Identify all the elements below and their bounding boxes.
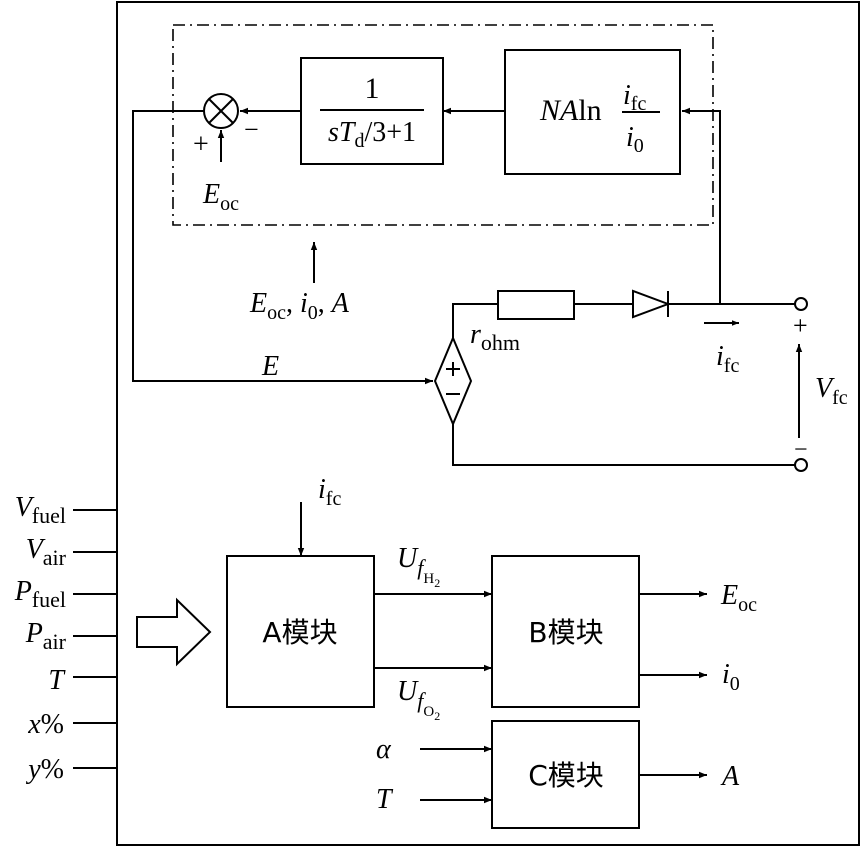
terminal-positive <box>794 297 808 311</box>
wire-top-left <box>452 303 498 338</box>
input-x-percent: x% <box>27 709 117 740</box>
input-p-air: Pair <box>25 618 117 654</box>
eoc-input-label: Eoc <box>202 179 239 215</box>
module-a: A模块 <box>226 555 375 708</box>
diode <box>632 289 671 319</box>
tafel-block: NAln ifc i0 <box>504 49 681 175</box>
svg-text:y%: y% <box>25 754 64 785</box>
b-output-i0: i0 <box>722 659 740 695</box>
sum-minus-sign: − <box>244 115 259 144</box>
vfc-label: Vfc <box>815 373 848 409</box>
controlled-voltage-source <box>433 335 473 427</box>
svg-text:NAln: NAln <box>539 94 602 127</box>
svg-text:T: T <box>48 665 66 696</box>
e-signal-line <box>132 110 433 385</box>
c-input-t: T <box>376 784 394 815</box>
terminal-negative <box>794 458 808 472</box>
svg-text:x%: x% <box>27 709 64 740</box>
svg-text:Pair: Pair <box>25 618 67 654</box>
svg-text:Pfuel: Pfuel <box>14 576 66 612</box>
input-list: Vfuel Vair Pfuel Pair T x% y% <box>14 492 117 785</box>
input-v-air: Vair <box>26 534 117 570</box>
a-input-ifc-label: ifc <box>318 474 341 510</box>
params-label: Eoc, i0, A <box>249 288 350 324</box>
terminal-plus-sign: + <box>793 311 808 340</box>
input-v-fuel: Vfuel <box>15 492 117 528</box>
svg-text:Vfuel: Vfuel <box>15 492 66 528</box>
svg-text:B模块: B模块 <box>528 616 603 649</box>
voltage-dynamics-boundary <box>172 24 714 226</box>
module-b: B模块 <box>491 555 640 708</box>
transfer-function-block: 1 sTd/3+1 <box>300 57 444 165</box>
rohm-label: rohm <box>470 319 520 355</box>
outer-frame <box>116 1 860 846</box>
svg-text:1: 1 <box>365 72 380 105</box>
svg-text:sTd/3+1: sTd/3+1 <box>328 117 416 152</box>
c-output-a: A <box>720 761 740 792</box>
c-input-alpha: α <box>376 734 392 765</box>
svg-text:C模块: C模块 <box>528 759 604 792</box>
input-bundle-arrow <box>136 597 212 667</box>
terminal-minus-sign: − <box>794 437 808 463</box>
u-h2-label: UfH2 <box>397 543 440 590</box>
svg-text:Vair: Vair <box>26 534 67 570</box>
ifc-feedback-line <box>682 107 721 303</box>
summing-junction <box>203 93 239 129</box>
e-signal-label: E <box>261 351 279 382</box>
sum-plus-sign: + <box>193 129 209 160</box>
b-output-eoc: Eoc <box>720 580 757 616</box>
svg-text:A模块: A模块 <box>262 616 337 649</box>
input-t: T <box>48 665 117 696</box>
input-p-fuel: Pfuel <box>14 576 117 612</box>
module-c: C模块 <box>491 720 640 829</box>
u-o2-label: UfO2 <box>397 676 440 723</box>
input-y-percent: y% <box>25 754 117 785</box>
resistor-rohm <box>497 290 575 320</box>
svg-text:ifc: ifc <box>623 80 646 115</box>
ifc-label: ifc <box>716 341 739 377</box>
wire-bottom <box>452 424 795 466</box>
svg-text:i0: i0 <box>626 122 644 157</box>
